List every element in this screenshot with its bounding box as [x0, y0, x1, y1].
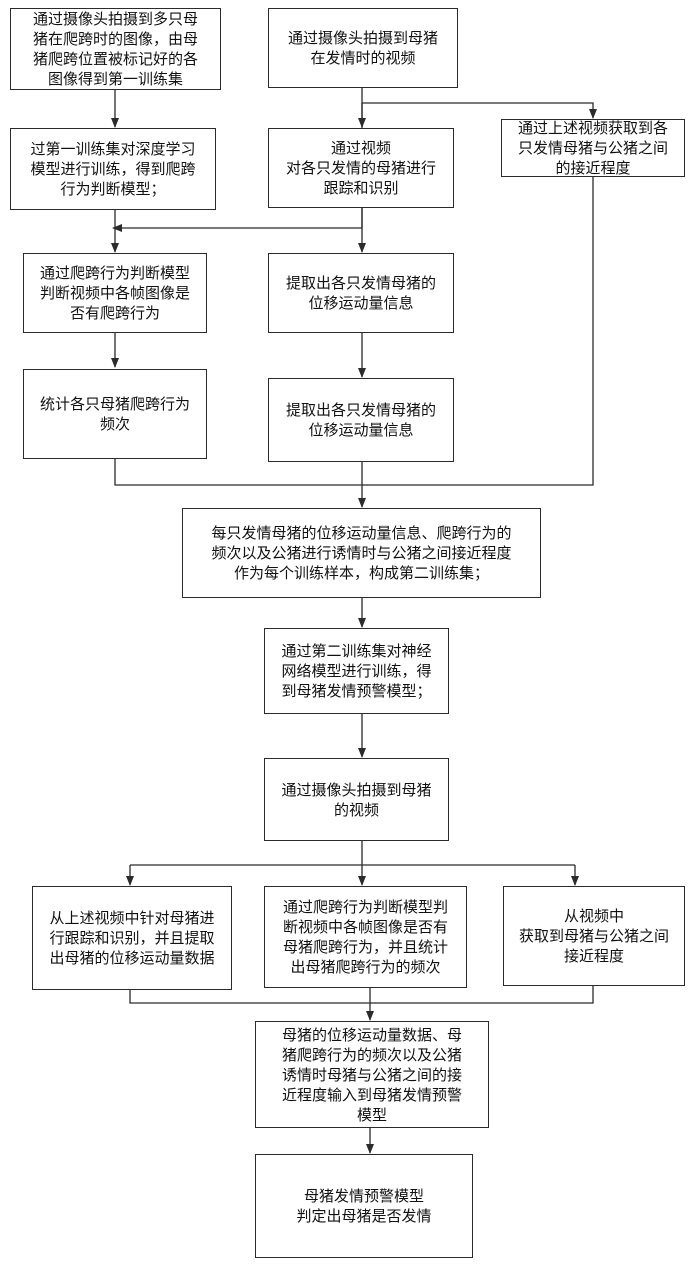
- merge-n4: [115, 459, 362, 485]
- node-sow-video: 通过摄像头拍摄到母猪 的视频: [264, 758, 449, 841]
- node-train-warning-model: 通过第二训练集对神经 网络模型进行训练，得 到母猪发情预警模型；: [264, 628, 449, 714]
- node-track-extract-displacement: 从上述视频中针对母猪进 行跟踪和识别，并且提取 出母猪的位移运动量数据: [32, 886, 232, 990]
- node-estrus-decision: 母猪发情预警模型 判定出母猪是否发情: [255, 1154, 473, 1258]
- node-judge-mounting-frames: 通过爬跨行为判断模型 判断视频中各帧图像是 否有爬跨行为: [23, 253, 207, 333]
- node-boar-proximity: 通过上述视频获取到各 只发情母猪与公猪之间 的接近程度: [501, 119, 685, 177]
- node-estrus-video: 通过摄像头拍摄到母猪 在发情时的视频: [268, 8, 458, 88]
- node-video-boar-proximity: 从视频中 获取到母猪与公猪之间 接近程度: [503, 886, 685, 986]
- node-second-training-set: 每只发情母猪的位移运动量信息、爬跨行为的 频次以及公猪进行诱情时与公猪之间接近程…: [182, 508, 541, 598]
- branch-n5-to-n9: [362, 103, 593, 118]
- node-count-mounting-frequency: 统计各只母猪爬跨行为 频次: [23, 369, 207, 459]
- merge-n13: [130, 990, 370, 1003]
- node-input-warning-model: 母猪的位移运动量数据、母 猪爬跨行为的频次以及公猪 诱情时母猪与公猪之间的接 近…: [255, 1021, 489, 1128]
- node-track-identify: 通过视频 对各只发情的母猪进行 跟踪和识别: [268, 128, 454, 208]
- node-judge-count-mounting: 通过爬跨行为判断模型判 断视频中各帧图像是否有 母猪爬跨行为，并且统计 出母猪爬…: [264, 886, 467, 988]
- node-first-training-set: 通过摄像头拍摄到多只母 猪在爬跨时的图像，由母 猪爬跨位置被标记好的各 图像得到…: [10, 8, 221, 90]
- merge-n15: [370, 986, 593, 1003]
- node-extract-displacement-1: 提取出各只发情母猪的 位移运动量信息: [268, 253, 454, 333]
- branch-n12: [130, 841, 575, 865]
- node-extract-displacement-2: 提取出各只发情母猪的 位移运动量信息: [268, 378, 454, 462]
- node-train-mounting-model: 过第一训练集对深度学习 模型进行训练，得到爬跨 行为判断模型；: [10, 128, 216, 210]
